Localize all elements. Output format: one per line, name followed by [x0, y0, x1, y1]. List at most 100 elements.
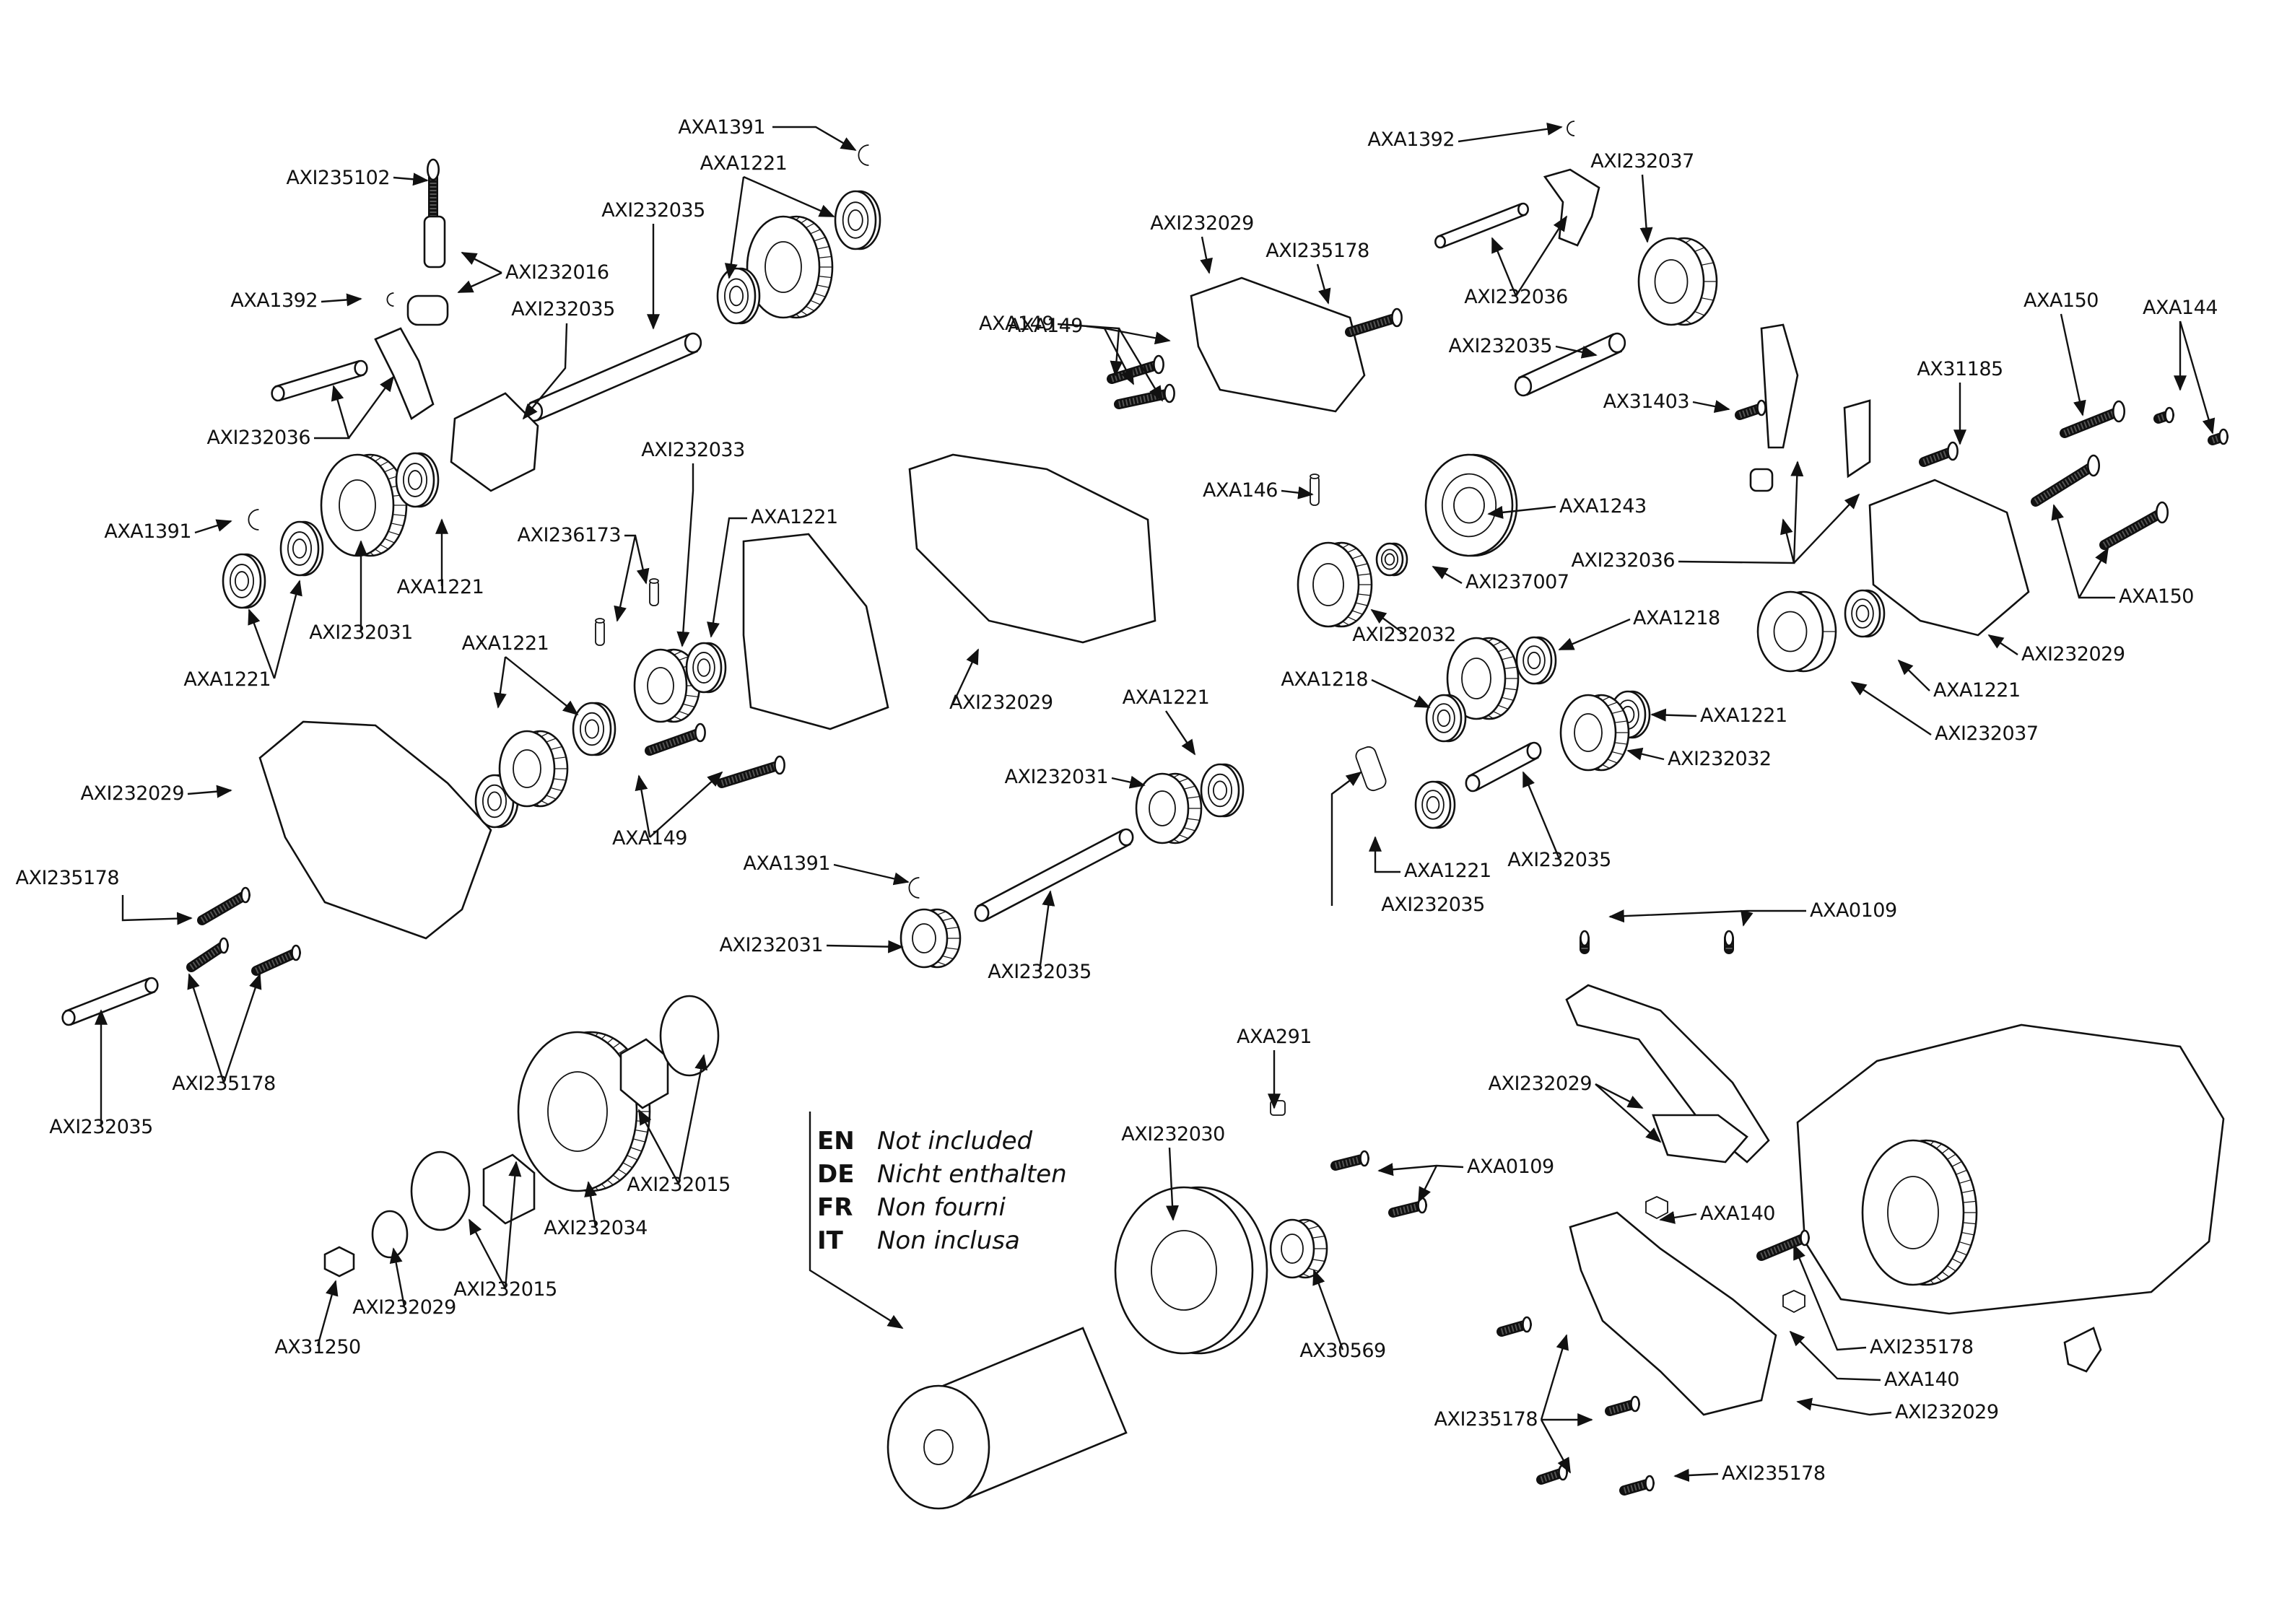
part-label: AXI232035: [988, 961, 1092, 983]
part-label: AXA1391: [104, 520, 191, 543]
part-label: AXA1243: [1559, 495, 1647, 518]
part-label: AXI232015: [453, 1278, 557, 1301]
part-label: AXA1221: [700, 152, 788, 175]
leader-line: [321, 293, 362, 307]
shift-fork: [374, 327, 435, 420]
leader-line: [194, 519, 232, 534]
leader-line: [677, 1054, 708, 1184]
leader-line: [505, 656, 579, 716]
mount-bracket: [1652, 1114, 1748, 1164]
leader-line: [772, 126, 857, 152]
part-label: AXI232037: [1935, 722, 2039, 745]
part-label: AXI232036: [207, 427, 311, 449]
shaft: [1434, 202, 1529, 249]
bearing: [685, 642, 727, 694]
part-label: AXI237007: [1465, 571, 1569, 593]
part-label: AXA1392: [230, 289, 318, 312]
dog-clutch: [450, 392, 539, 492]
bearing: [834, 190, 881, 250]
bearing: [1375, 542, 1408, 577]
gear: [1861, 1139, 1978, 1286]
bearing: [1200, 763, 1245, 818]
leader-line: [1316, 263, 1331, 305]
leader-line: [1789, 1330, 1881, 1381]
gear: [1297, 541, 1373, 628]
gearbox-housing: [1868, 479, 2030, 637]
leader-line: [1608, 909, 1806, 923]
leader-line: [1650, 708, 1697, 722]
leader-line: [2060, 313, 2086, 416]
leader-line: [273, 580, 302, 679]
leader-line: [1200, 236, 1213, 274]
leader-line: [1432, 565, 1463, 585]
leader-line: [1111, 775, 1146, 789]
screw: [1580, 930, 1590, 954]
leader-line: [826, 940, 904, 953]
parts-layer: [61, 121, 2229, 1510]
shift-lever: [1843, 399, 1871, 479]
screw: [1605, 1395, 1640, 1416]
part-label: AXI232035: [1381, 894, 1485, 916]
gear: [633, 648, 701, 723]
hex-hub: [619, 1038, 669, 1109]
leader-line: [121, 895, 193, 925]
leader-line: [248, 608, 276, 679]
part-label: AXI232030: [1121, 1123, 1225, 1145]
leader-line: [348, 375, 395, 439]
leader-line: [457, 271, 502, 294]
screw: [251, 944, 301, 976]
servo-saver: [1749, 468, 1774, 492]
screw: [1724, 930, 1734, 954]
legend-text-it: Non inclusa: [877, 1226, 1020, 1255]
part-label: AXA144: [2143, 297, 2218, 319]
motor-bearing: [923, 1429, 954, 1465]
screw: [186, 937, 229, 972]
leader-line: [2179, 320, 2216, 435]
leader-line: [393, 173, 429, 186]
leader-line: [1796, 1397, 1892, 1416]
bearing: [222, 553, 266, 609]
leader-line: [1595, 1083, 1662, 1143]
leader-line: [314, 385, 350, 440]
bearing: [1515, 636, 1557, 685]
leader-line: [1987, 634, 2018, 655]
part-label: AXI235102: [287, 167, 391, 189]
screw: [2099, 501, 2169, 550]
part-label: AXA140: [1884, 1368, 1959, 1391]
leader-line: [1626, 747, 1665, 761]
leader-line: [584, 1181, 598, 1228]
screw: [2208, 428, 2229, 445]
leader-line: [1850, 681, 1932, 735]
part-label: AXA1221: [1933, 679, 2021, 702]
leader-line: [1371, 678, 1431, 709]
leader-line: [1417, 1165, 1438, 1203]
part-label: AXI232029: [1150, 212, 1254, 235]
e-clip: [386, 292, 394, 307]
part-label: AXA291: [1237, 1026, 1312, 1048]
leader-line: [316, 1280, 339, 1347]
part-label: AXA149: [1008, 315, 1083, 337]
screw: [717, 755, 785, 788]
screw: [1114, 383, 1175, 409]
shift-fork: [1543, 168, 1600, 247]
part-label: AXA1221: [397, 576, 484, 598]
leader-line: [1540, 1334, 1569, 1420]
part-label: AXA1221: [1404, 860, 1491, 882]
leader-line: [1487, 505, 1556, 519]
shift-link: [406, 294, 449, 326]
gearbox-housing: [742, 533, 889, 730]
part-label: AXI235178: [1434, 1408, 1538, 1431]
screw: [1756, 1229, 1810, 1261]
leader-line: [833, 863, 910, 886]
legend-code-de: DE: [817, 1160, 854, 1189]
leader-line: [707, 517, 747, 638]
washer: [659, 995, 720, 1077]
part-label: AXI232029: [352, 1296, 456, 1319]
bearing: [1425, 694, 1467, 743]
shift-lever: [1760, 323, 1799, 449]
shaft: [525, 332, 702, 422]
leader-line: [1118, 328, 1164, 402]
leader-line: [187, 973, 225, 1083]
part-labels: AXA1391AXI235102AXA1221AXI232035AXI23201…: [16, 116, 2218, 1485]
part-label: AXA1392: [1367, 128, 1455, 151]
